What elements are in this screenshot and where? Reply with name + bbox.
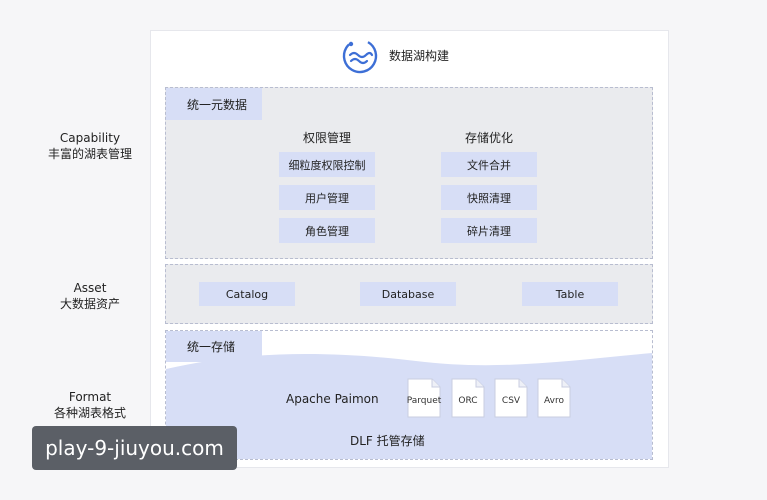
avro-file-icon	[537, 378, 571, 418]
asset-item-catalog: Catalog	[199, 282, 295, 306]
apache-paimon-label: Apache Paimon	[286, 392, 379, 406]
storage-opt-title: 存储优化	[464, 131, 513, 145]
format-avro: Avro	[544, 396, 564, 406]
metadata-section-title: 统一元数据	[166, 88, 262, 120]
permission-title: 权限管理	[302, 131, 351, 145]
asset-item-database: Database	[360, 282, 456, 306]
dlf-storage-label: DLF 托管存储	[350, 434, 425, 448]
storage-opt-item-snapshot: 快照清理	[441, 185, 537, 210]
format-csv: CSV	[501, 396, 521, 406]
storage-opt-item-fragment: 碎片清理	[441, 218, 537, 243]
permission-item-fine-grained: 细粒度权限控制	[279, 152, 375, 177]
water-lake-icon	[342, 38, 378, 74]
format-en: Format	[68, 390, 112, 404]
format-cn: 各种湖表格式	[53, 406, 126, 420]
asset-cn: 大数据资产	[59, 297, 120, 311]
capability-en: Capability	[59, 131, 121, 145]
csv-file-icon	[494, 378, 528, 418]
capability-label: Capability 丰富的湖表管理	[30, 130, 150, 162]
format-label: Format 各种湖表格式	[30, 389, 150, 421]
capability-cn: 丰富的湖表管理	[47, 147, 132, 161]
format-orc: ORC	[458, 396, 478, 406]
diagram-title: 数据湖构建	[389, 49, 450, 63]
storage-section-title: 统一存储	[166, 331, 262, 362]
orc-file-icon	[451, 378, 485, 418]
asset-item-table: Table	[522, 282, 618, 306]
asset-en: Asset	[73, 281, 107, 295]
asset-label: Asset 大数据资产	[30, 280, 150, 312]
parquet-file-icon	[407, 378, 441, 418]
permission-item-user: 用户管理	[279, 185, 375, 210]
format-parquet: Parquet	[406, 396, 442, 406]
permission-item-role: 角色管理	[279, 218, 375, 243]
watermark-badge: play-9-jiuyou.com	[32, 426, 237, 470]
storage-opt-item-merge: 文件合并	[441, 152, 537, 177]
